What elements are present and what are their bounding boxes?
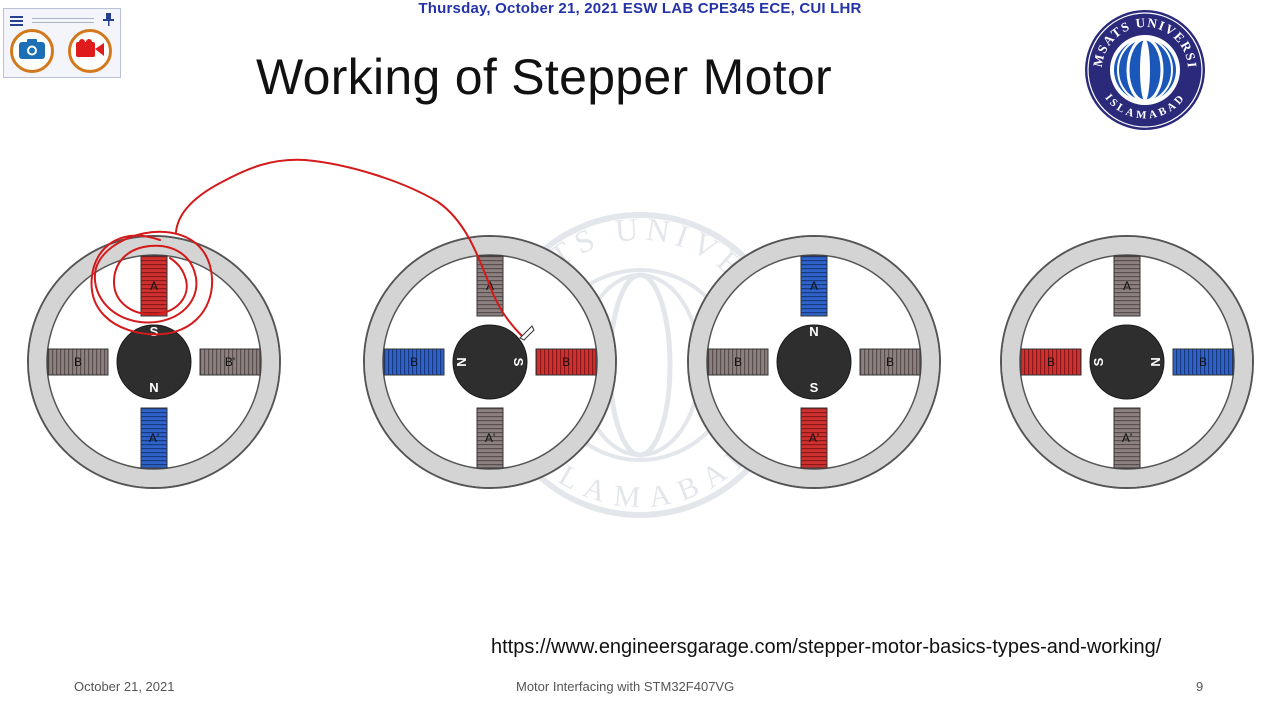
pole-label-right: B <box>886 355 894 369</box>
pole-coil-right <box>535 348 597 376</box>
pole-coil-top <box>800 255 828 317</box>
pole-coil-left <box>383 348 445 376</box>
stepper-motor-3: A A' B B N S <box>687 235 941 489</box>
footer-date: October 21, 2021 <box>74 679 175 694</box>
stator-ring <box>365 237 615 487</box>
pole-coil-right <box>859 348 921 376</box>
pole-coil-left <box>1020 348 1082 376</box>
screen-recorder-widget <box>3 8 121 78</box>
stepper-motor-4: A A' B B S N <box>1000 235 1254 489</box>
pole-label-bottom: A' <box>809 431 819 445</box>
pole-coil-top <box>140 255 168 317</box>
rotor <box>452 324 528 400</box>
rotor-pole-left: N <box>454 357 469 366</box>
stator-ring <box>689 237 939 487</box>
source-url-link[interactable]: https://www.engineersgarage.com/stepper-… <box>491 636 1162 658</box>
pole-label-top: A <box>150 279 158 293</box>
screenshot-button[interactable] <box>10 29 54 73</box>
stator-ring <box>1002 237 1252 487</box>
pole-coil-right <box>1172 348 1234 376</box>
rotor-pole-left: S <box>1091 357 1106 366</box>
rotor <box>776 324 852 400</box>
rotor <box>1089 324 1165 400</box>
pole-label-bottom: A' <box>149 431 159 445</box>
pole-label-right: B' <box>225 355 235 369</box>
hamburger-menu-icon[interactable] <box>10 14 24 32</box>
pole-label-left: B <box>410 355 418 369</box>
camera-icon <box>19 38 45 64</box>
pole-label-left: B <box>734 355 742 369</box>
recorder-drag-handle[interactable] <box>32 18 94 23</box>
video-camera-icon <box>76 38 104 64</box>
rotor-pole-bottom: S <box>810 380 819 395</box>
pole-coil-bottom <box>140 407 168 469</box>
pole-coil-top <box>1113 255 1141 317</box>
rotor-pole-top: S <box>150 324 159 339</box>
pole-label-bottom: A' <box>485 431 495 445</box>
pole-label-left: B <box>1047 355 1055 369</box>
pole-coil-right <box>199 348 261 376</box>
rotor-pole-top: N <box>809 324 818 339</box>
pole-coil-left <box>707 348 769 376</box>
pen-cursor <box>519 325 535 341</box>
pole-label-top: A <box>810 279 818 293</box>
rotor-pole-right: S <box>511 358 526 367</box>
pole-coil-bottom <box>800 407 828 469</box>
stepper-motor-1: A A' B B' S N <box>27 235 281 489</box>
pole-coil-bottom <box>476 407 504 469</box>
rotor <box>116 324 192 400</box>
header-date-banner: Thursday, October 21, 2021 ESW LAB CPE34… <box>418 0 862 17</box>
pole-label-left: B <box>74 355 82 369</box>
footer-title: Motor Interfacing with STM32F407VG <box>516 679 735 694</box>
rotor-pole-right: N <box>1148 357 1163 366</box>
slide-title: Working of Stepper Motor <box>256 49 832 105</box>
pole-label-bottom: A' <box>1122 431 1132 445</box>
pin-icon[interactable] <box>103 13 114 31</box>
pole-label-right: B <box>562 355 570 369</box>
pole-coil-left <box>47 348 109 376</box>
university-logo: COMSATS UNIVERSITY ISLAMABAD <box>1083 8 1205 130</box>
pen-annotation <box>90 158 523 337</box>
recorder-title-bar[interactable] <box>10 13 114 26</box>
record-video-button[interactable] <box>68 29 112 73</box>
rotor-pole-bottom: N <box>149 380 158 395</box>
pole-coil-bottom <box>1113 407 1141 469</box>
footer-page-number: 9 <box>1196 679 1204 694</box>
pole-label-top: A <box>1123 279 1131 293</box>
pole-label-right: B <box>1199 355 1207 369</box>
